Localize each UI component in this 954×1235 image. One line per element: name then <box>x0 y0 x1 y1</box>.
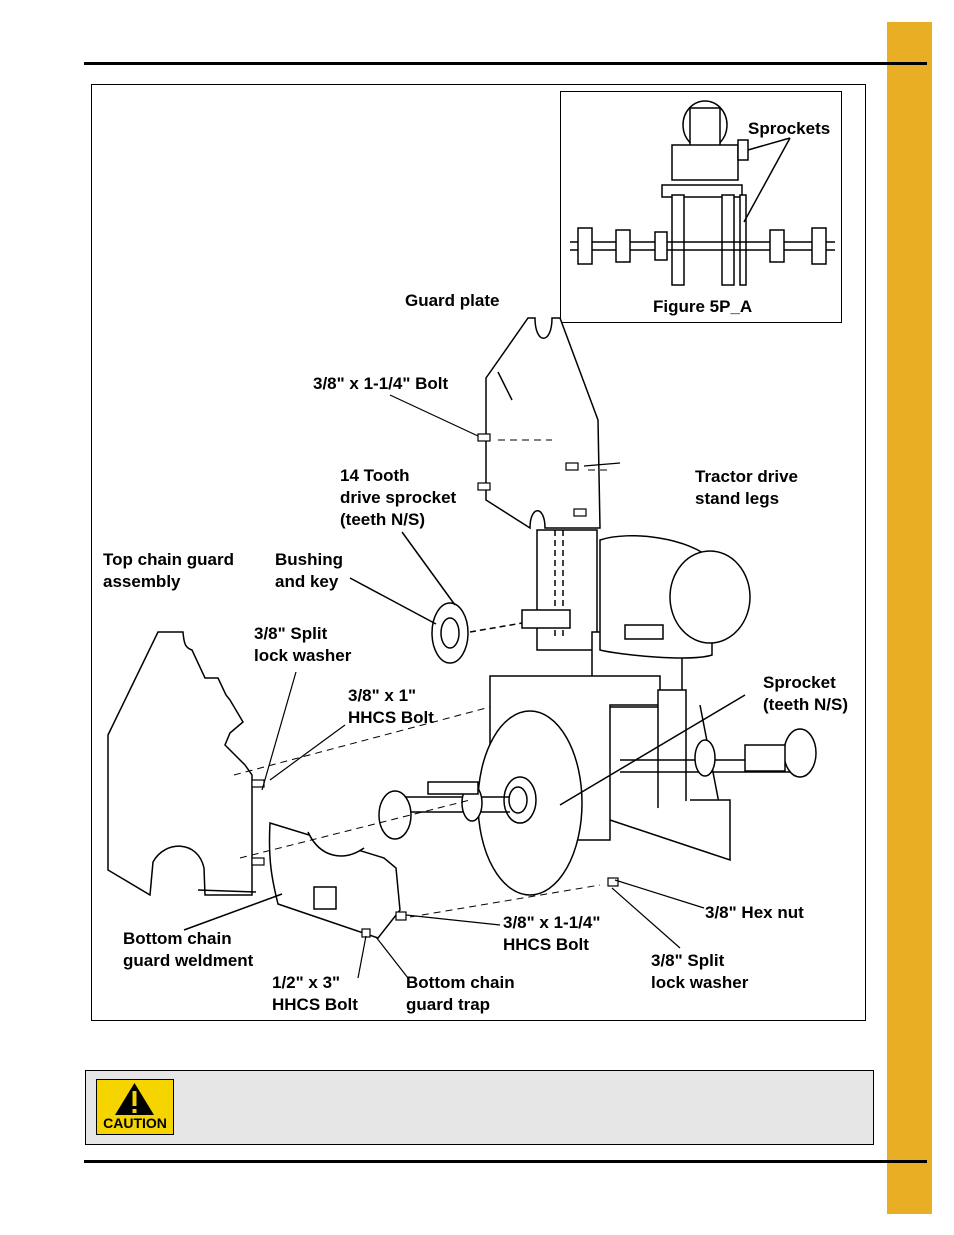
label-drive-sprocket: 14 Tooth drive sprocket (teeth N/S) <box>340 466 457 529</box>
label-sprocket-teeth: Sprocket (teeth N/S) <box>763 673 848 714</box>
label-bottom-chain-guard-weldment: Bottom chain guard weldment <box>123 929 254 970</box>
label-top-chain-guard-assembly: Top chain guard assembly <box>103 550 234 591</box>
figure-frame <box>91 84 866 1021</box>
left-shaft-part <box>378 781 510 840</box>
right-shaft-part <box>620 728 817 778</box>
label-split-lock-washer-top: 3/8" Split lock washer <box>254 624 352 665</box>
label-split-lock-washer-bottom: 3/8" Split lock washer <box>651 951 749 992</box>
inset-figure-caption: Figure 5P_A <box>653 297 753 316</box>
caution-label: CAUTION <box>103 1115 167 1131</box>
motor-part <box>599 535 751 659</box>
label-hex-nut: 3/8" Hex nut <box>705 903 804 922</box>
guard-plate-part <box>485 317 601 530</box>
inset-drive-diagram <box>570 100 835 286</box>
label-bushing-and-key: Bushing and key <box>275 550 343 591</box>
footer-rule <box>84 1160 927 1163</box>
inset-figure-frame <box>560 91 842 323</box>
label-sprockets: Sprockets <box>748 119 831 138</box>
sprocket-part <box>477 694 746 896</box>
caution-box <box>85 1070 874 1145</box>
section-tab <box>887 22 932 1214</box>
label-bolt-3-8-x-1-1-4: 3/8" x 1-1/4" Bolt <box>313 374 449 393</box>
caution-warning-icon: CAUTION <box>96 1079 174 1135</box>
label-hhcs-bolt-3-8-x-1: 3/8" x 1" HHCS Bolt <box>348 686 434 727</box>
top-chain-guard-part <box>107 631 257 897</box>
header-rule <box>84 62 927 65</box>
bottom-chain-guard-part <box>183 822 401 939</box>
label-hhcs-bolt-1-2-x-3: 1/2" x 3" HHCS Bolt <box>272 973 358 1014</box>
bushing-part <box>349 531 529 664</box>
label-guard-plate: Guard plate <box>405 291 500 310</box>
label-hhcs-bolt-3-8-x-1-1-4: 3/8" x 1-1/4" HHCS Bolt <box>503 913 601 954</box>
label-tractor-drive-stand-legs: Tractor drive stand legs <box>695 467 798 508</box>
label-bottom-chain-guard-trap: Bottom chain guard trap <box>406 973 515 1014</box>
